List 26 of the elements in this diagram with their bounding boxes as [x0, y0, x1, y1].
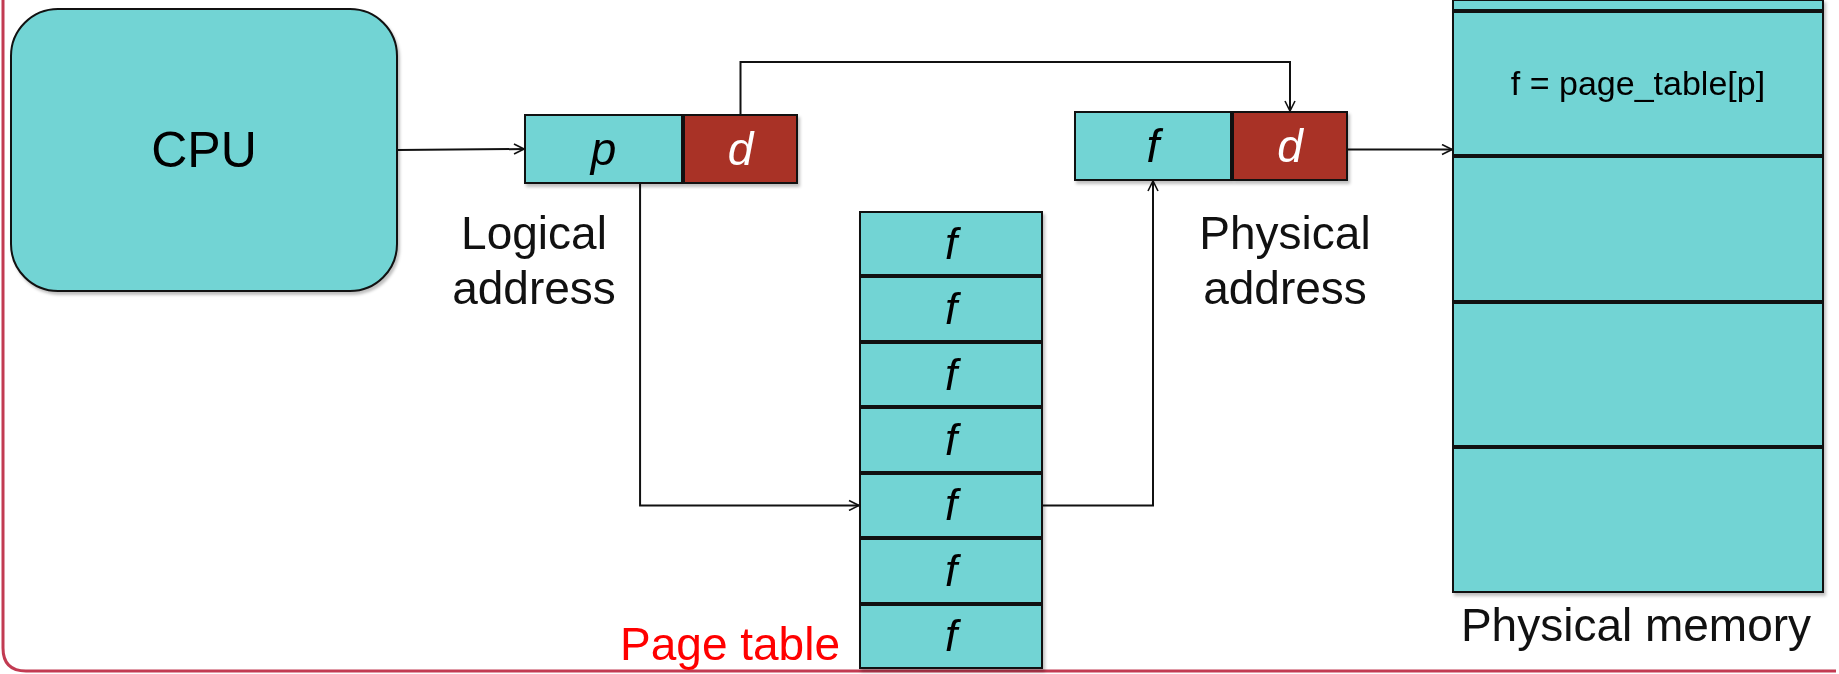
arrow [397, 143, 525, 155]
component-label: Physical address [1198, 205, 1372, 316]
table-entry: f [859, 603, 1043, 669]
arrow [639, 183, 860, 512]
offset-field: d [1232, 111, 1348, 181]
table-entry: f [859, 211, 1043, 277]
component-label: Physical memory [1460, 598, 1812, 654]
table-entry: f [859, 538, 1043, 604]
address-field: f [1074, 111, 1232, 181]
table-caption: Page table [620, 617, 840, 673]
memory-frame [1452, 302, 1824, 447]
arrow [739, 61, 1296, 115]
offset-field: d [683, 114, 798, 184]
arrow [1042, 180, 1159, 507]
memory-frame: f = page_table[p] [1452, 11, 1824, 156]
memory-frame [1452, 447, 1824, 593]
arrow [1347, 143, 1453, 156]
table-entry: f [859, 407, 1043, 473]
memory-frame [1452, 156, 1824, 302]
component-label: Logical address [451, 205, 617, 316]
memory-frame [1452, 0, 1824, 11]
address-field: p [524, 114, 683, 184]
process-box: CPU [10, 8, 398, 292]
table-entry: f [859, 472, 1043, 539]
table-entry: f [859, 276, 1043, 342]
table-entry: f [859, 341, 1043, 408]
